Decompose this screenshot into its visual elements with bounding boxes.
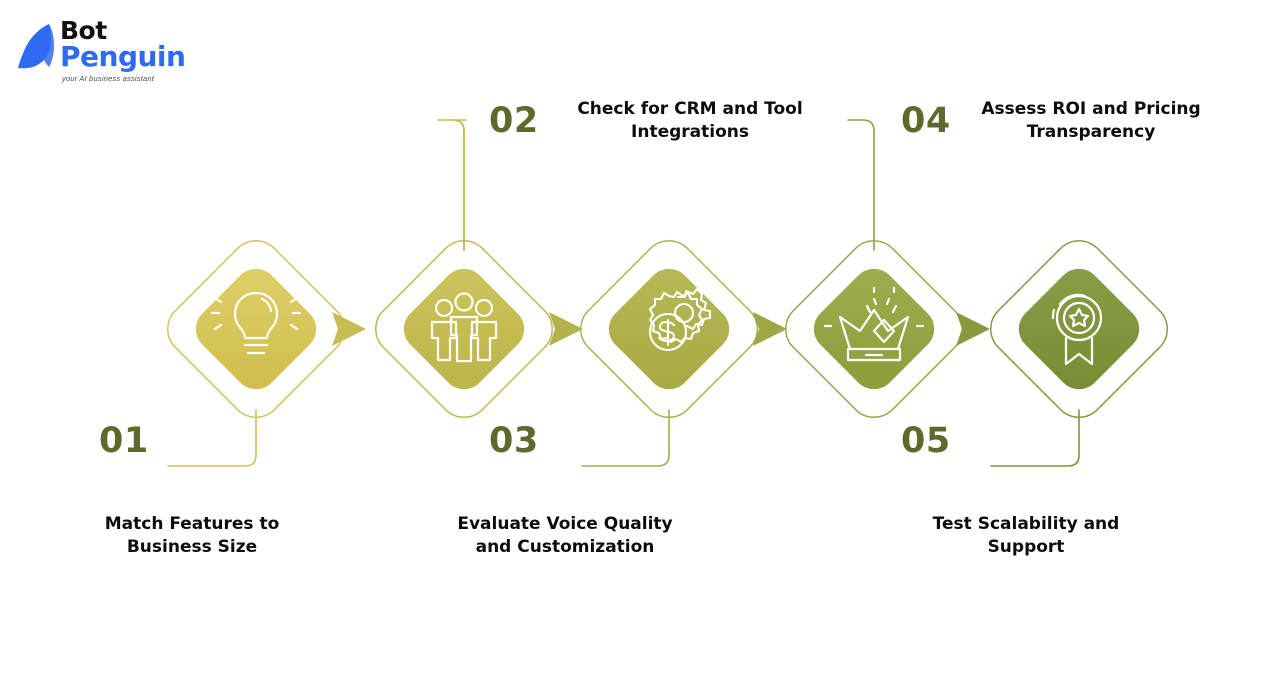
- step-number-01: 01: [99, 421, 149, 461]
- step-caption-03-line1: Evaluate Voice Quality: [457, 514, 673, 534]
- step-number-02: 02: [489, 101, 539, 141]
- brand-name-penguin: Penguin: [60, 40, 186, 73]
- brand-logo[interactable]: Bot Penguin your AI business assistant: [16, 18, 196, 90]
- brand-tagline: your AI business assistant: [62, 74, 155, 83]
- step-caption-04: Assess ROI and Pricing Transparency: [956, 98, 1226, 144]
- step-caption-01-line1: Match Features to: [104, 514, 280, 534]
- step-caption-04-line2: Transparency: [1026, 122, 1156, 142]
- award-medal-star-icon: [1051, 293, 1103, 366]
- step-number-04: 04: [901, 101, 951, 141]
- step-caption-05-line1: Test Scalability and: [932, 514, 1120, 534]
- step-number-05: 05: [901, 421, 951, 461]
- step-caption-03: Evaluate Voice Quality and Customization: [435, 513, 695, 559]
- step-caption-01: Match Features to Business Size: [62, 513, 322, 559]
- brand-name-bot: Bot: [60, 16, 107, 45]
- lightbulb-icon: [210, 291, 302, 355]
- step-caption-02-line2: Integrations: [631, 122, 749, 142]
- step-caption-03-line2: and Customization: [475, 537, 655, 557]
- step-caption-02: Check for CRM and Tool Integrations: [545, 98, 835, 144]
- step-caption-02-line1: Check for CRM and Tool: [577, 99, 803, 119]
- penguin-logo-icon: [16, 22, 62, 70]
- step-caption-05: Test Scalability and Support: [896, 513, 1156, 559]
- gear-dollar-icon: [648, 287, 712, 352]
- step-caption-04-line1: Assess ROI and Pricing: [981, 99, 1201, 119]
- step-number-03: 03: [489, 421, 539, 461]
- crown-icon: [823, 286, 925, 362]
- brand-wordmark: Bot Penguin your AI business assistant: [60, 16, 190, 84]
- group-people-icon: [430, 292, 498, 363]
- step-caption-05-line2: Support: [987, 537, 1065, 557]
- step-caption-01-line2: Business Size: [126, 537, 258, 557]
